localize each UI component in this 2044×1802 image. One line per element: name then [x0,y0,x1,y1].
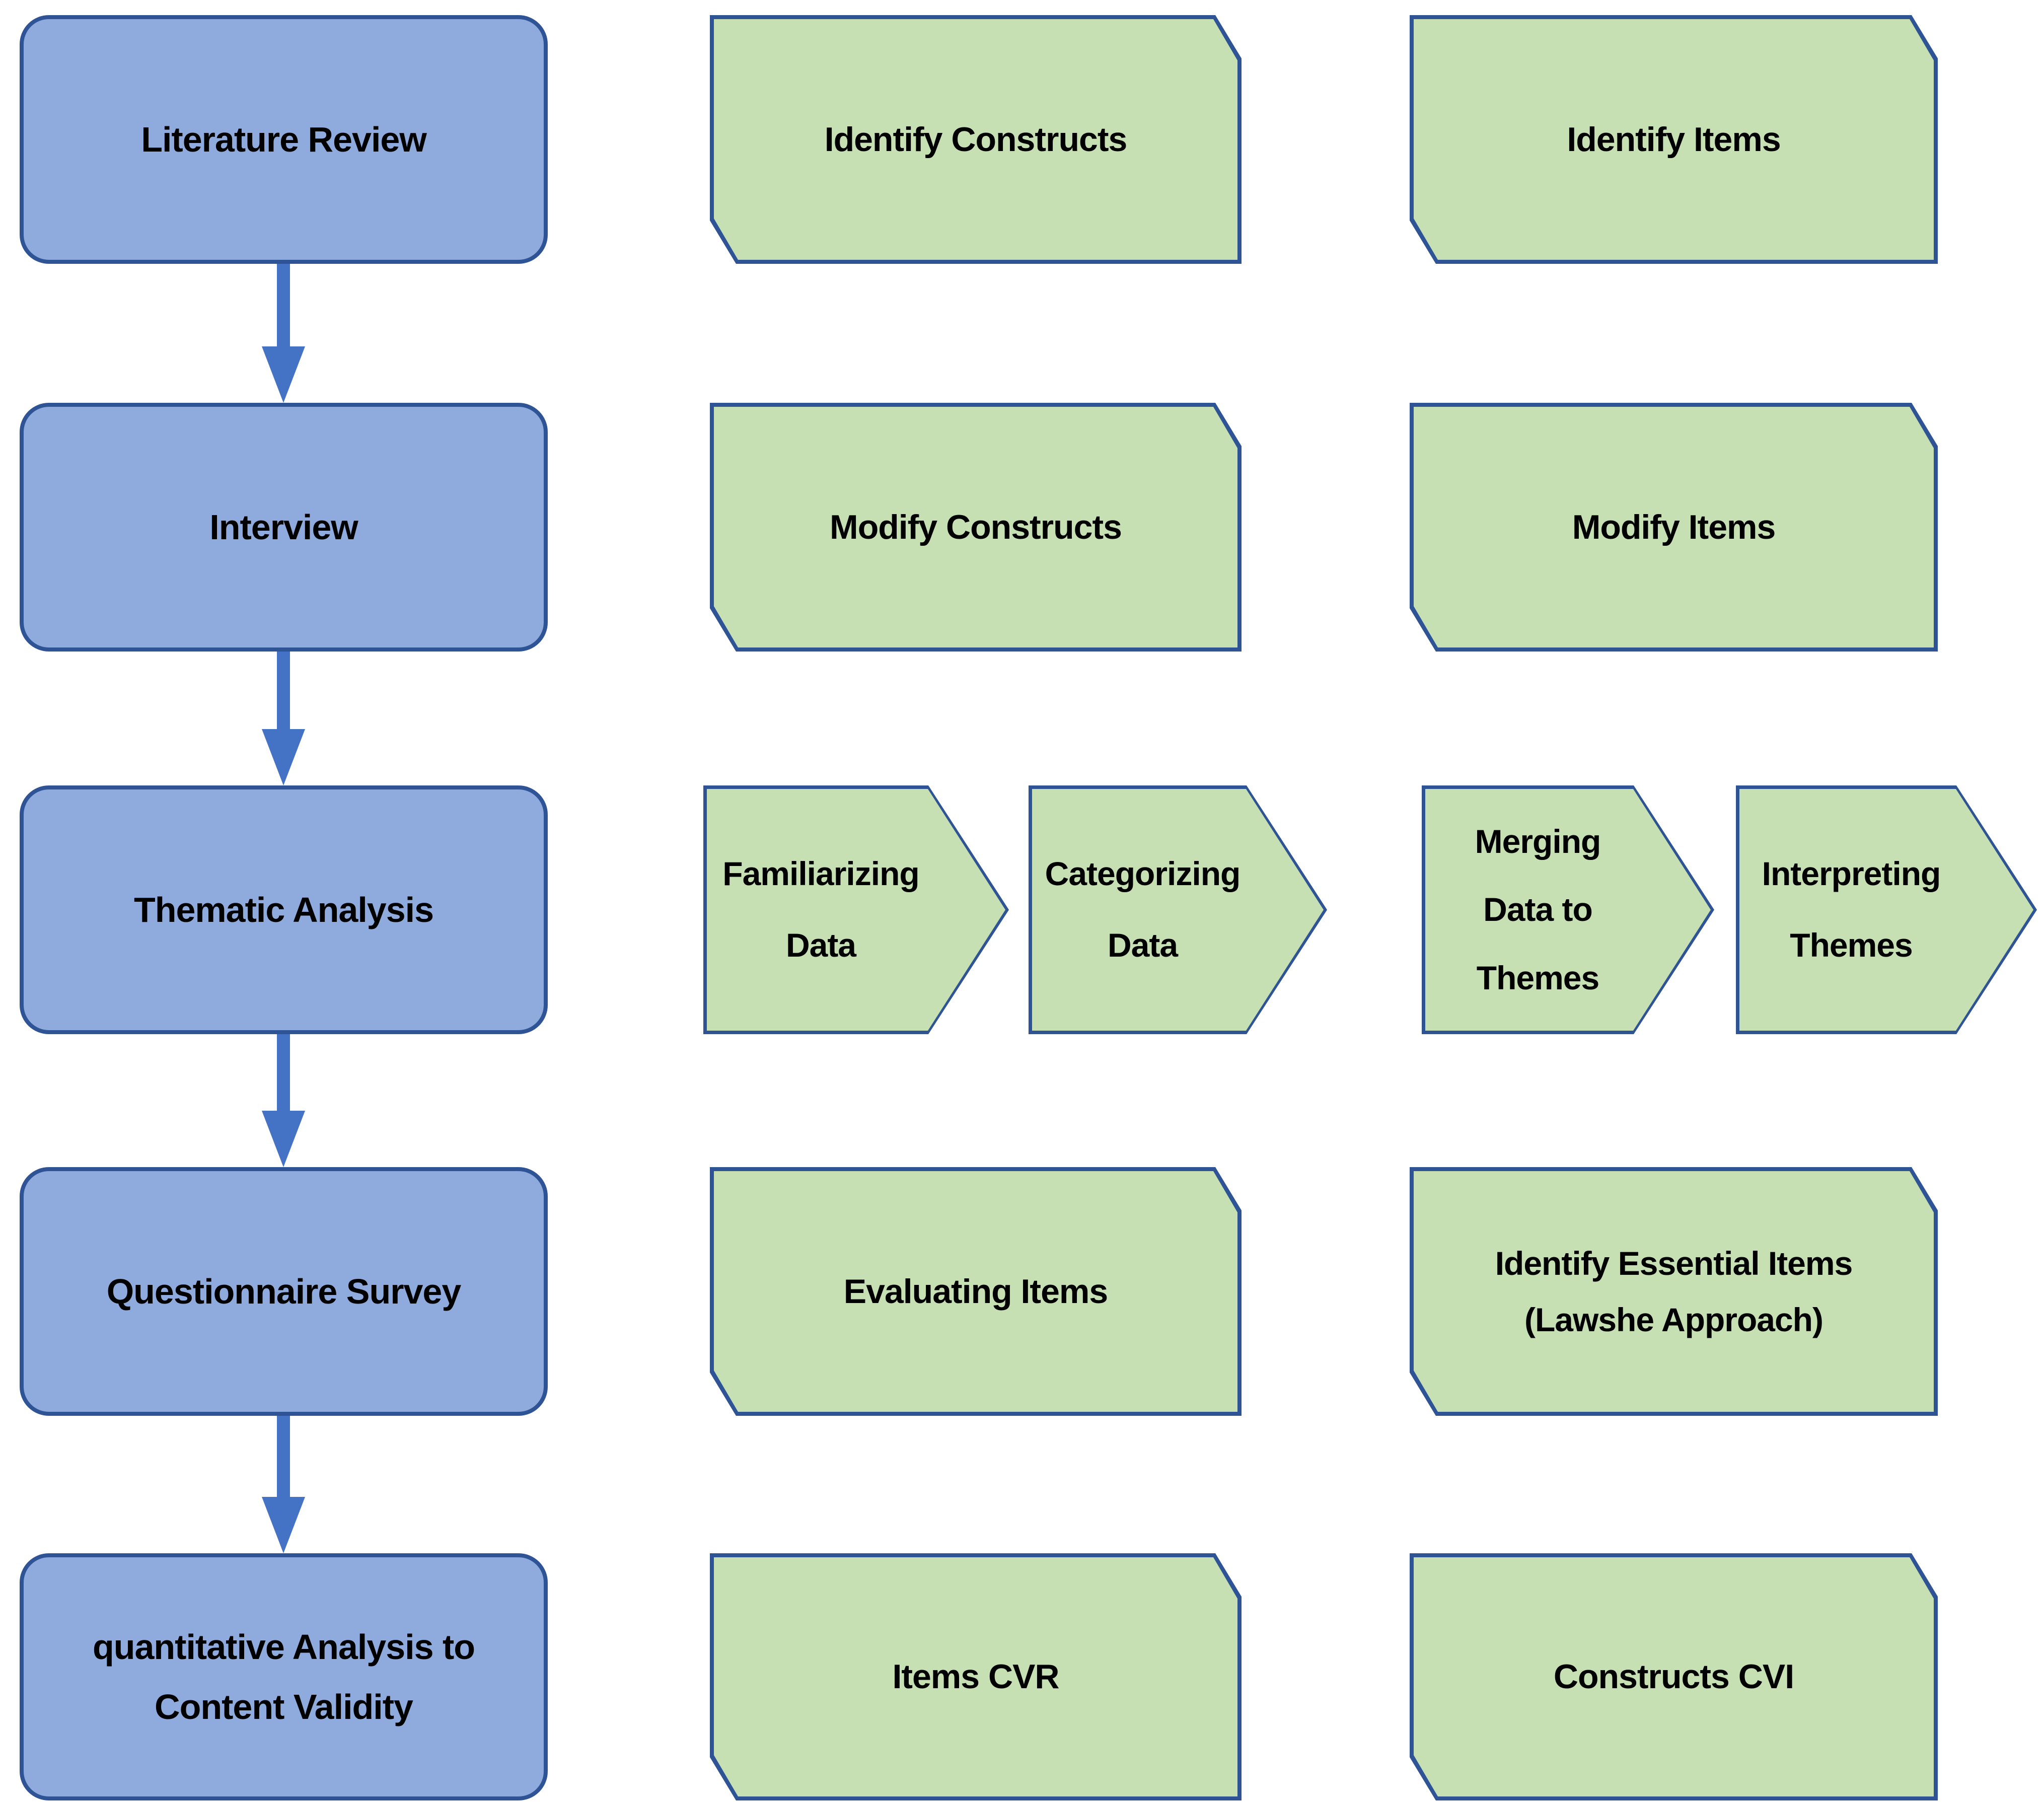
output-label: Modify Constructs [830,497,1122,557]
output-label-line: Identify Items [1567,120,1781,159]
output-label-line: (Lawshe Approach) [1524,1301,1823,1338]
output-modify-items: Modify Items [1410,403,1938,652]
stage-label-line: quantitative Analysis to [92,1627,475,1667]
stage-label-line: Literature Review [141,119,427,159]
step-label-line: Interpreting [1762,855,1941,893]
step-categorizing-data: Categorizing Data [1029,785,1327,1034]
output-label-line: Evaluating Items [843,1272,1108,1311]
output-constructs-cvi: Constructs CVI [1410,1553,1938,1800]
stage-label-line: Thematic Analysis [133,890,434,929]
output-label-line: Modify Constructs [830,508,1122,546]
step-body: Categorizing Data [1032,789,1324,1031]
stage-questionnaire-survey: Questionnaire Survey [20,1167,548,1416]
output-label-line: Identify Constructs [824,120,1127,159]
arrow-shaft [277,652,290,729]
output-identify-essential-items: Identify Essential Items (Lawshe Approac… [1410,1167,1938,1416]
stage-label: Literature Review [141,109,427,171]
step-label: Categorizing Data [1045,838,1240,981]
output-body: Modify Constructs [714,407,1237,647]
output-body: Constructs CVI [1414,1557,1934,1796]
output-modify-constructs: Modify Constructs [710,403,1242,652]
output-evaluating-items: Evaluating Items [710,1167,1242,1416]
arrow-head-icon [262,729,305,785]
stage-label: quantitative Analysis to Content Validit… [93,1617,475,1737]
step-label-line: Themes [1790,926,1913,964]
output-body: Identify Essential Items (Lawshe Approac… [1414,1171,1934,1412]
output-body: Identify Items [1414,19,1934,260]
step-label: Merging Data to Themes [1475,808,1601,1012]
stage-label-line: Questionnaire Survey [106,1271,462,1311]
output-identify-constructs: Identify Constructs [710,15,1242,264]
step-merging-data-to-themes: Merging Data to Themes [1422,785,1714,1034]
step-label: Interpreting Themes [1762,838,1941,981]
output-items-cvr: Items CVR [710,1553,1242,1800]
step-body: Merging Data to Themes [1425,789,1711,1031]
output-label: Constructs CVI [1554,1647,1794,1707]
step-label-line: Data [785,926,856,964]
stage-label: Thematic Analysis [133,879,434,941]
output-label: Evaluating Items [844,1262,1108,1322]
down-arrow-connector-1 [262,264,305,403]
stage-interview: Interview [20,403,548,652]
output-label-line: Items CVR [892,1657,1059,1696]
step-label-line: Data to [1483,891,1592,928]
arrow-head-icon [262,1497,305,1553]
arrow-head-icon [262,346,305,403]
arrow-head-icon [262,1111,305,1167]
output-label-line: Constructs CVI [1553,1657,1794,1696]
arrow-shaft [277,1034,290,1111]
stage-quantitative-analysis: quantitative Analysis to Content Validit… [20,1553,548,1800]
stage-label-line: Interview [209,507,358,547]
output-label: Identify Essential Items (Lawshe Approac… [1495,1235,1853,1348]
step-label-line: Themes [1476,959,1599,996]
step-label-line: Merging [1475,823,1601,860]
step-body: Interpreting Themes [1739,789,2033,1031]
step-familiarizing-data: Familiarizing Data [703,785,1009,1034]
stage-label-line: Content Validity [155,1687,413,1726]
step-interpreting-themes: Interpreting Themes [1736,785,2037,1034]
output-label: Identify Constructs [825,110,1127,170]
arrow-shaft [277,1416,290,1497]
output-label: Modify Items [1572,497,1776,557]
output-label: Items CVR [892,1647,1059,1707]
down-arrow-connector-2 [262,652,305,785]
output-body: Identify Constructs [714,19,1237,260]
stage-label: Interview [209,496,358,558]
output-body: Modify Items [1414,407,1934,647]
stage-thematic-analysis: Thematic Analysis [20,785,548,1034]
output-label: Identify Items [1567,110,1780,170]
output-label-line: Identify Essential Items [1495,1244,1853,1282]
step-body: Familiarizing Data [707,789,1005,1031]
step-label-line: Data [1107,926,1178,964]
stage-label: Questionnaire Survey [106,1261,462,1323]
output-body: Items CVR [714,1557,1237,1796]
step-label-line: Familiarizing [722,855,919,893]
down-arrow-connector-4 [262,1416,305,1553]
output-identify-items: Identify Items [1410,15,1938,264]
output-label-line: Modify Items [1572,508,1776,546]
output-body: Evaluating Items [714,1171,1237,1412]
arrow-shaft [277,264,290,346]
stage-literature-review: Literature Review [20,15,548,264]
step-label-line: Categorizing [1045,855,1240,893]
down-arrow-connector-3 [262,1034,305,1167]
step-label: Familiarizing Data [722,838,919,981]
